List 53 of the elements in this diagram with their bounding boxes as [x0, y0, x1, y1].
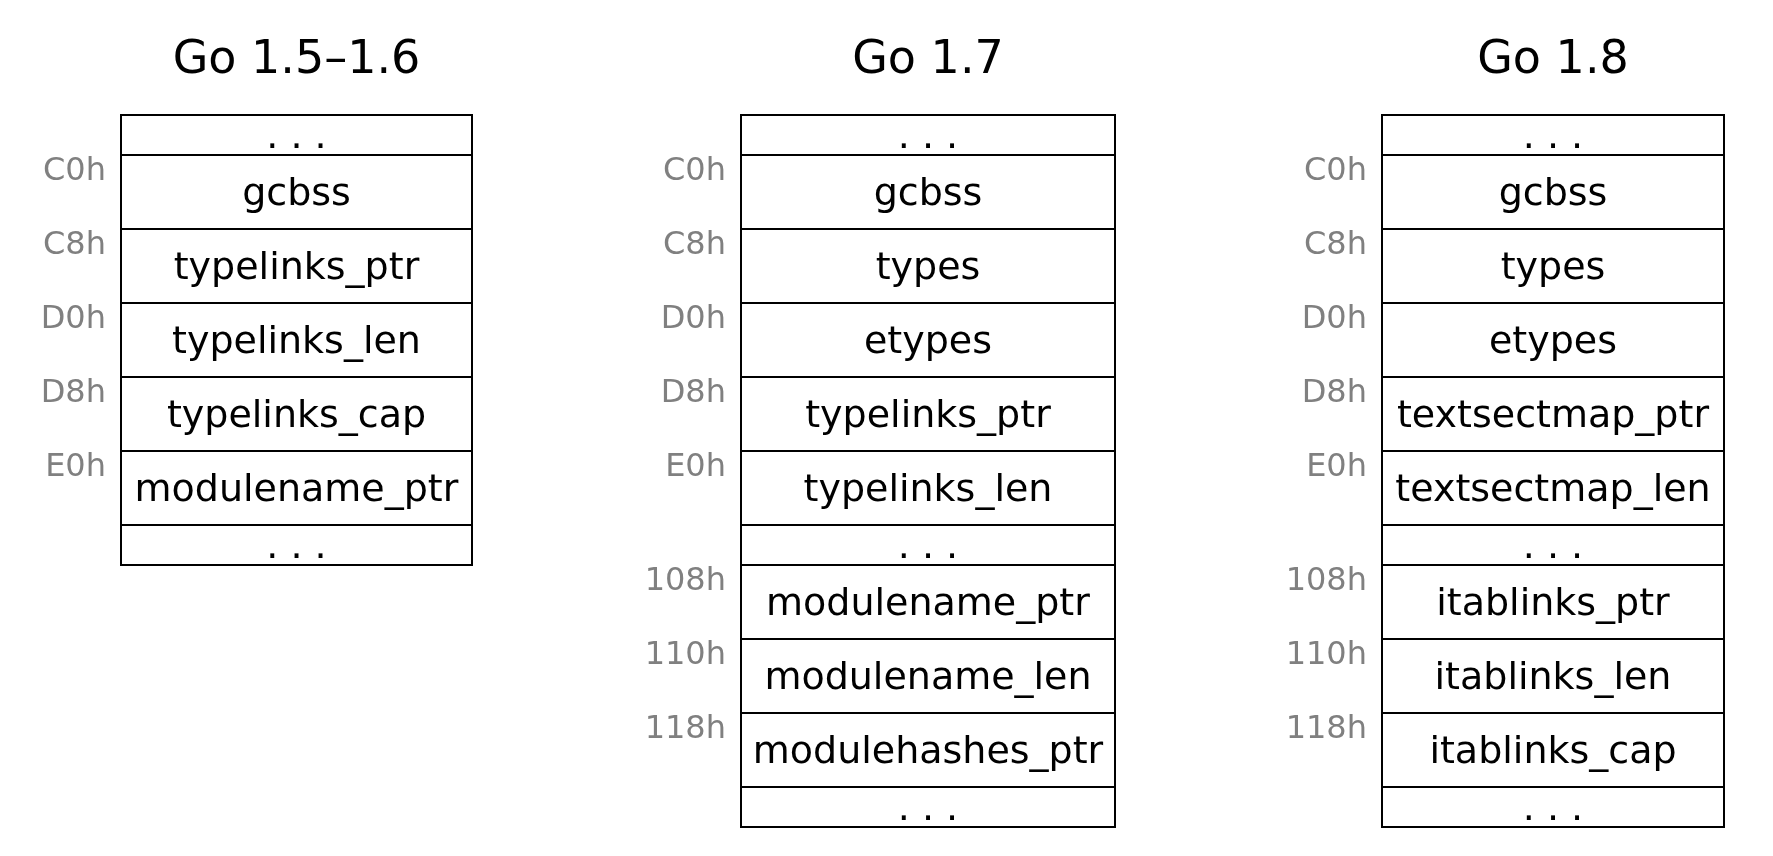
- struct-field-row: modulename_len: [740, 638, 1116, 714]
- struct-field-row: typelinks_len: [740, 450, 1116, 526]
- struct-field-row: typelinks_ptr: [120, 228, 473, 304]
- struct-field-row: itablinks_len: [1381, 638, 1725, 714]
- struct-field-row: types: [1381, 228, 1725, 304]
- offset-label: 108h: [1285, 560, 1367, 598]
- ellipsis-row: . . .: [740, 524, 1116, 566]
- offset-label: D0h: [1301, 298, 1367, 336]
- offset-label: D8h: [40, 372, 106, 410]
- offset-label: C0h: [1304, 150, 1367, 188]
- offset-label: D8h: [1301, 372, 1367, 410]
- struct-field-row: modulehashes_ptr: [740, 712, 1116, 788]
- offset-label: D0h: [660, 298, 726, 336]
- column-heading: Go 1.8: [1477, 30, 1629, 84]
- struct-field-row: modulename_ptr: [120, 450, 473, 526]
- offset-label: 110h: [644, 634, 726, 672]
- offset-label: C8h: [43, 224, 106, 262]
- ellipsis-row: . . .: [1381, 786, 1725, 828]
- struct-field-row: typelinks_len: [120, 302, 473, 378]
- struct-field-row: etypes: [1381, 302, 1725, 378]
- offset-label: C0h: [43, 150, 106, 188]
- struct-field-row: typelinks_ptr: [740, 376, 1116, 452]
- struct-field-row: textsectmap_len: [1381, 450, 1725, 526]
- offset-label: 118h: [644, 708, 726, 746]
- struct-field-row: itablinks_cap: [1381, 712, 1725, 788]
- offset-label: D8h: [660, 372, 726, 410]
- ellipsis-row: . . .: [740, 114, 1116, 156]
- offset-label: E0h: [665, 446, 726, 484]
- offset-label: 118h: [1285, 708, 1367, 746]
- ellipsis-row: . . .: [120, 114, 473, 156]
- struct-field-row: gcbss: [740, 154, 1116, 230]
- offset-label: 110h: [1285, 634, 1367, 672]
- struct-field-row: typelinks_cap: [120, 376, 473, 452]
- ellipsis-row: . . .: [1381, 524, 1725, 566]
- offset-label: 108h: [644, 560, 726, 598]
- ellipsis-row: . . .: [740, 786, 1116, 828]
- offset-label: C0h: [663, 150, 726, 188]
- ellipsis-row: . . .: [120, 524, 473, 566]
- offset-label: E0h: [1306, 446, 1367, 484]
- column-heading: Go 1.5–1.6: [172, 30, 421, 84]
- struct-field-row: gcbss: [1381, 154, 1725, 230]
- struct-field-row: types: [740, 228, 1116, 304]
- struct-field-row: textsectmap_ptr: [1381, 376, 1725, 452]
- offset-label: E0h: [45, 446, 106, 484]
- struct-field-row: modulename_ptr: [740, 564, 1116, 640]
- struct-field-row: gcbss: [120, 154, 473, 230]
- struct-field-row: etypes: [740, 302, 1116, 378]
- offset-label: D0h: [40, 298, 106, 336]
- offset-label: C8h: [663, 224, 726, 262]
- offset-label: C8h: [1304, 224, 1367, 262]
- column-heading: Go 1.7: [852, 30, 1004, 84]
- ellipsis-row: . . .: [1381, 114, 1725, 156]
- struct-field-row: itablinks_ptr: [1381, 564, 1725, 640]
